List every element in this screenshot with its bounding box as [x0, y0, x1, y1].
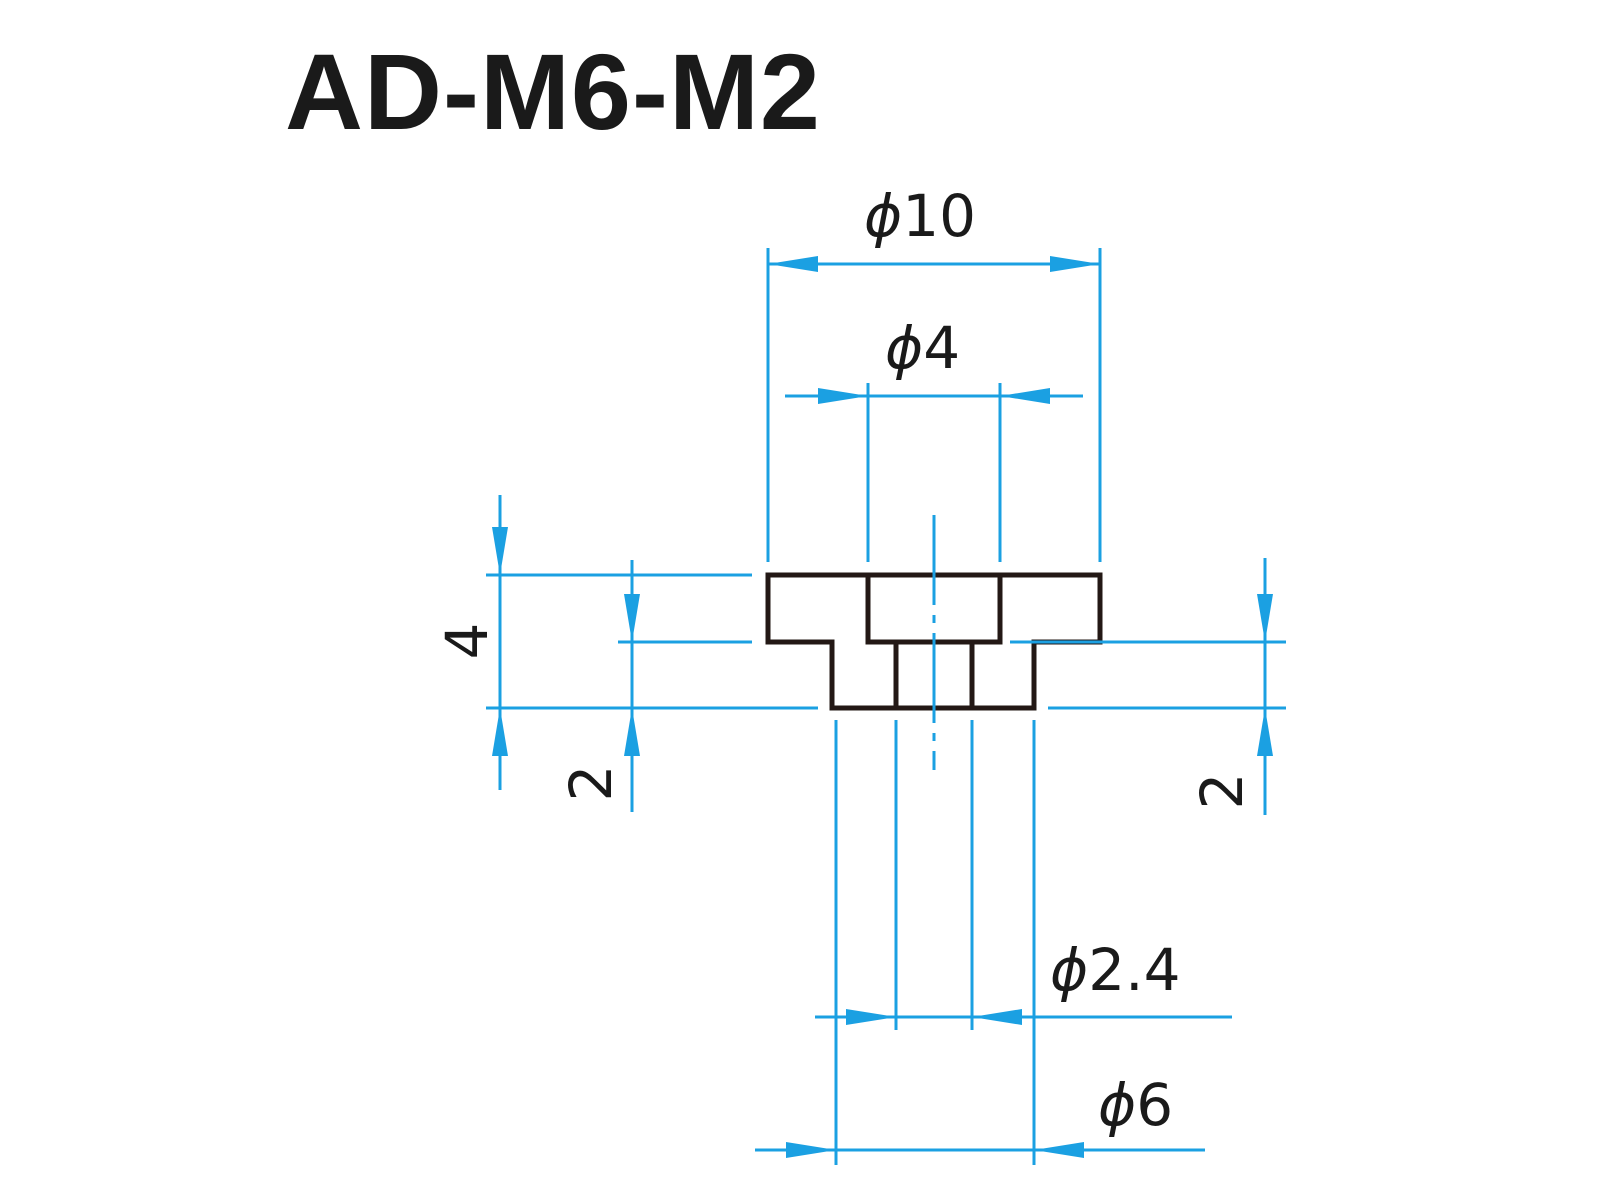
- arrow-icon: [972, 1009, 1022, 1025]
- dim-label-outer-diameter: ϕ10: [864, 182, 976, 250]
- arrow-icon: [1000, 388, 1050, 404]
- arrow-icon: [846, 1009, 896, 1025]
- drawing-title: AD-M6-M2: [285, 31, 821, 152]
- arrow-icon: [1050, 256, 1100, 272]
- dim-label-stem-height-left: 2: [557, 765, 625, 802]
- dim-label-hole-diameter: ϕ2.4: [1050, 936, 1181, 1004]
- arrow-icon: [1257, 594, 1273, 642]
- arrow-icon: [768, 256, 818, 272]
- dim-label-total-height: 4: [433, 623, 501, 660]
- arrow-icon: [1257, 708, 1273, 756]
- flange-outline: [765, 572, 1103, 711]
- arrow-icon: [624, 708, 640, 756]
- dim-label-inner-top-diameter: ϕ4: [885, 314, 960, 382]
- dimension-arrows: [492, 256, 1273, 1158]
- dim-label-stem-diameter: ϕ6: [1098, 1071, 1173, 1139]
- arrow-icon: [492, 527, 508, 575]
- arrow-icon: [818, 388, 868, 404]
- arrow-icon: [786, 1142, 836, 1158]
- dim-label-stem-height-right: 2: [1188, 773, 1256, 810]
- arrow-icon: [492, 708, 508, 756]
- arrow-icon: [1034, 1142, 1084, 1158]
- arrow-icon: [624, 594, 640, 642]
